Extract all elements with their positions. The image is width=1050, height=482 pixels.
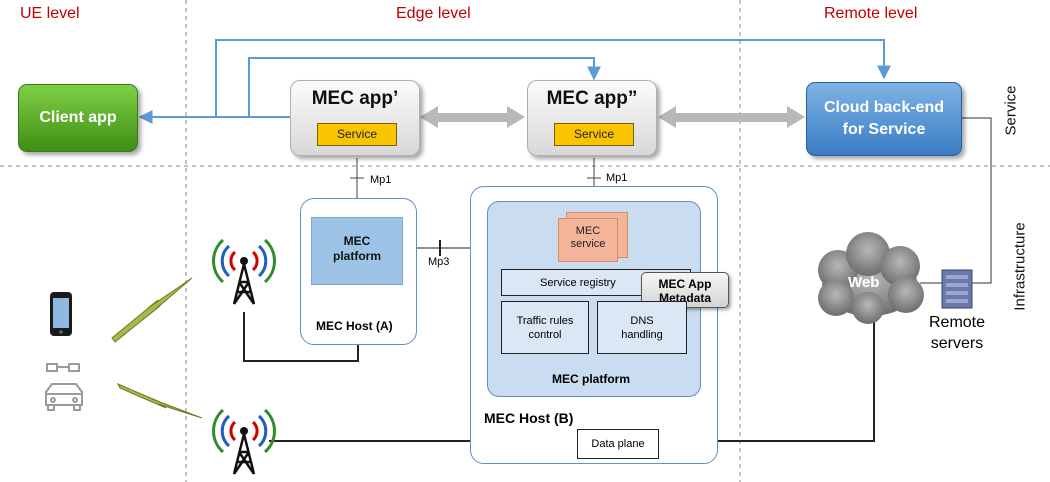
mec-platform-a-line2: platform: [333, 249, 381, 263]
traffic-line2: control: [528, 329, 562, 341]
remote-level-label: Remote level: [824, 5, 918, 22]
tower-a-host-link: [243, 312, 359, 362]
data-plane-box[interactable]: Data plane: [577, 429, 659, 459]
mec-service-line1: MEC: [575, 225, 601, 237]
mec-app-2-title: MEC app”: [546, 88, 638, 109]
mec-service-card[interactable]: MEC service: [558, 218, 618, 262]
ue-level-label: UE level: [20, 5, 80, 22]
connector-client-cloud: [215, 39, 891, 117]
antenna-tower-a-icon: [212, 238, 276, 305]
smartphone-icon: [50, 292, 72, 336]
traffic-line1: Traffic rules: [516, 315, 574, 327]
mp3-label: Mp3: [428, 256, 450, 268]
mec-platform-a-line1: MEC: [343, 234, 371, 248]
edge-level-label: Edge level: [396, 5, 471, 22]
mec-app-2-service[interactable]: Service: [554, 123, 634, 146]
connector-client-app2: [248, 57, 601, 117]
traffic-rules-control[interactable]: Traffic rules control: [501, 301, 589, 354]
mec-host-a-label: MEC Host (A): [316, 319, 393, 333]
mec-app-1-title: MEC app’: [311, 88, 399, 109]
dns-handling[interactable]: DNS handling: [597, 301, 687, 354]
remote-servers-label: Remote servers: [929, 312, 985, 354]
dns-line1: DNS: [630, 315, 654, 327]
migration-arrow-2: [658, 106, 805, 128]
dns-line2: handling: [621, 329, 663, 341]
antenna-tower-b-icon: [212, 408, 276, 475]
cloud-backend-link: [960, 117, 992, 284]
mec-app-1-box[interactable]: MEC app’ Service: [290, 80, 420, 156]
mec-service-line2: service: [570, 238, 606, 250]
remote-servers-icon: [941, 269, 973, 309]
infrastructure-side-label: Infrastructure: [1011, 222, 1029, 311]
mec-host-b-label: MEC Host (B): [484, 410, 574, 426]
remote-servers-line1: Remote: [929, 314, 986, 331]
web-label: Web: [848, 274, 880, 291]
mec-app-2-box[interactable]: MEC app” Service: [527, 80, 657, 156]
remote-servers-line2: servers: [930, 335, 984, 352]
connected-car-icon: [45, 363, 83, 411]
cloud-backend-line2: for Service: [842, 121, 926, 138]
cloud-backend-line1: Cloud back-end: [823, 99, 944, 116]
mec-platform-b-label: MEC platform: [552, 372, 630, 386]
web-cloud-icon: [818, 232, 924, 324]
cloud-backend-box[interactable]: Cloud back-end for Service: [806, 82, 962, 156]
mec-platform-a[interactable]: MEC platform: [311, 217, 403, 285]
mp1-label-a: Mp1: [370, 174, 392, 186]
migration-arrow-1: [420, 106, 525, 128]
wireless-link-b-icon: [116, 383, 203, 419]
metadata-line1: MEC App: [658, 277, 712, 291]
mp1-label-b: Mp1: [606, 172, 628, 184]
client-app-box[interactable]: Client app: [18, 84, 138, 152]
wireless-link-a-icon: [111, 277, 193, 343]
mec-app-1-service[interactable]: Service: [317, 123, 397, 146]
service-side-label: Service: [1002, 85, 1020, 136]
